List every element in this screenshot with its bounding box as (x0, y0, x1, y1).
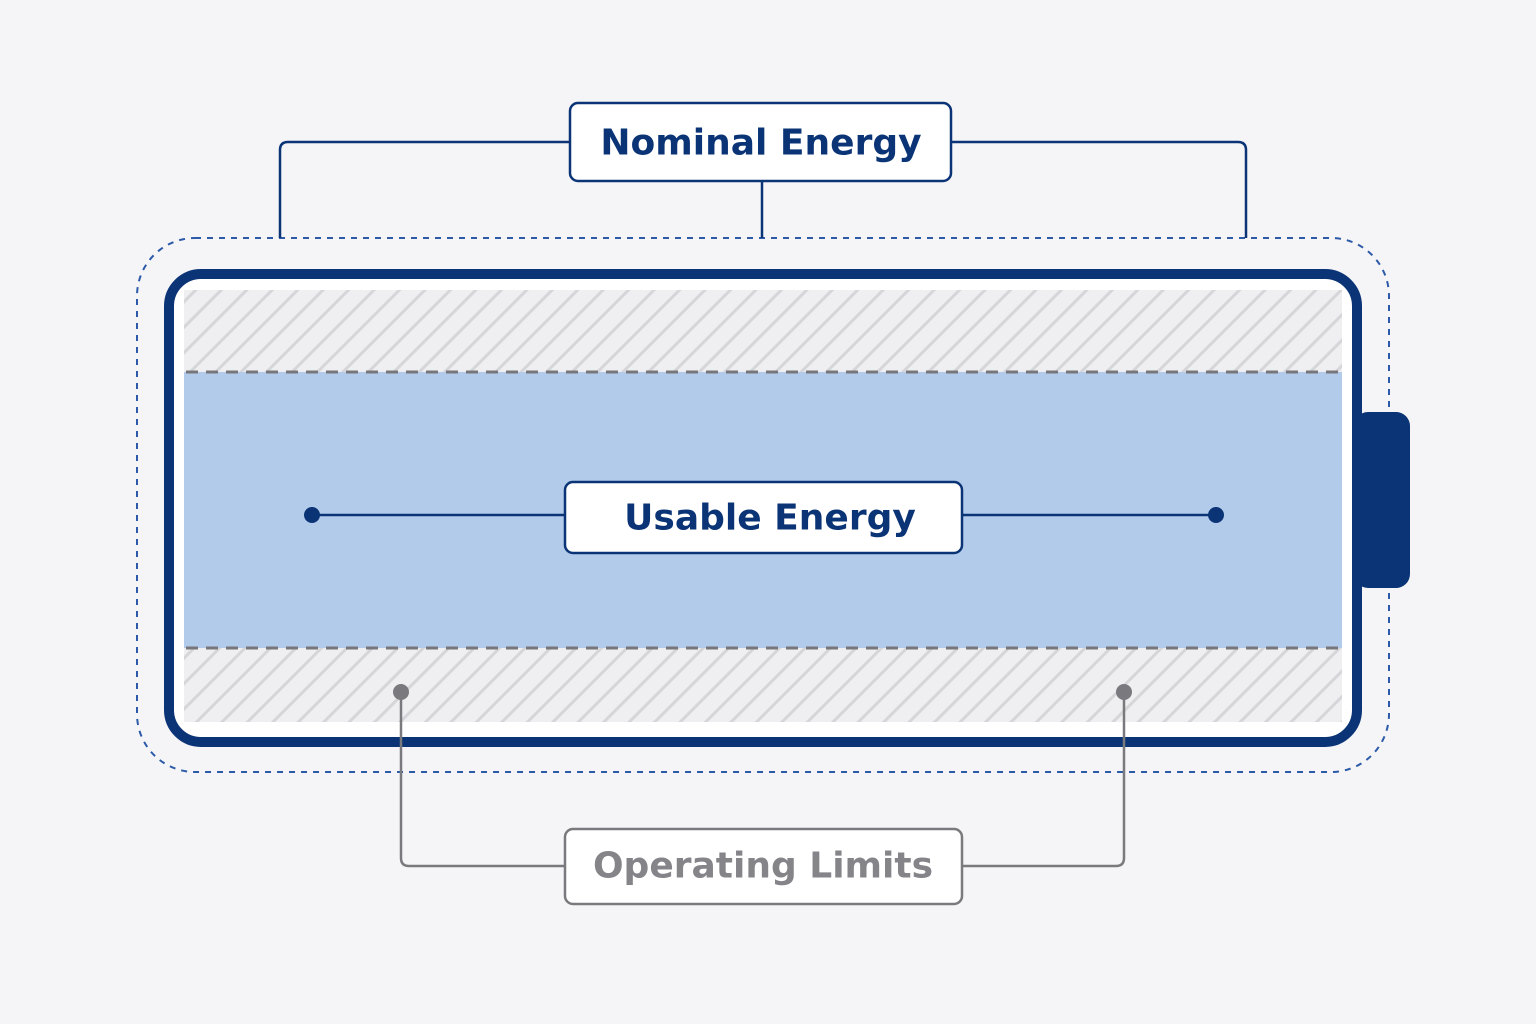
nominal-energy-label-box: Nominal Energy (568, 101, 953, 183)
usable-span-start-dot (304, 507, 320, 523)
usable-energy-label-box: Usable Energy (563, 480, 964, 555)
lower-limit-dot-right (1116, 684, 1132, 700)
nominal-bracket (278, 140, 1248, 238)
upper-reserve-zone (184, 290, 1342, 372)
usable-span-end-dot (1208, 507, 1224, 523)
lower-reserve-zone (184, 648, 1342, 722)
operating-limits-label: Operating Limits (593, 846, 933, 887)
battery-terminal-icon (1354, 412, 1410, 588)
lower-limit-dot-left (393, 684, 409, 700)
operating-limits-connectors (393, 684, 1132, 868)
usable-span-line (304, 507, 1224, 523)
usable-energy-label: Usable Energy (624, 498, 916, 539)
operating-limits-label-box: Operating Limits (563, 827, 964, 906)
nominal-energy-label: Nominal Energy (600, 123, 921, 164)
